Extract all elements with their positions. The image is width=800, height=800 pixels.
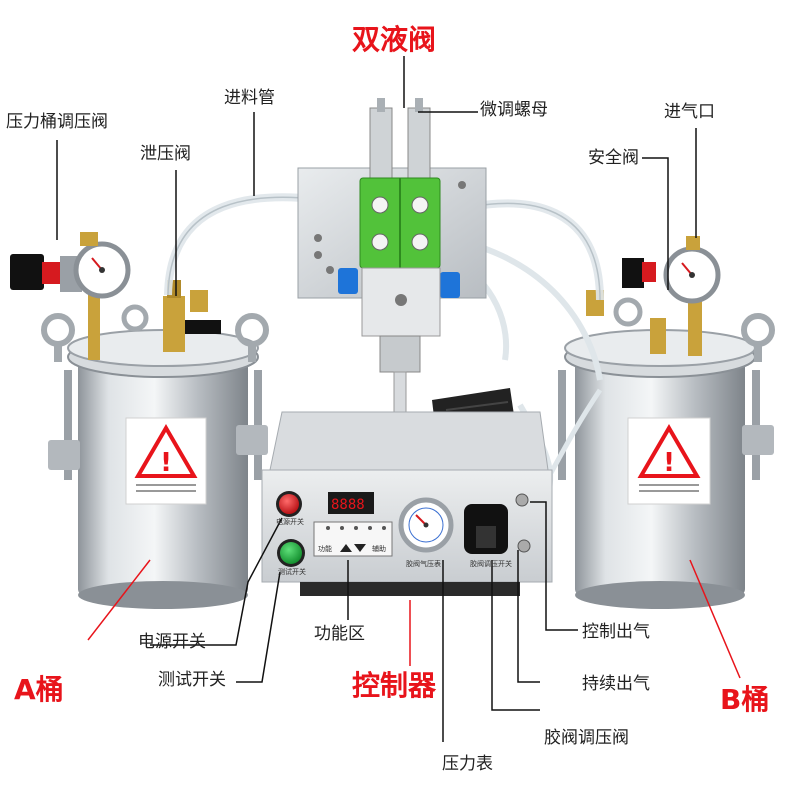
callout-air-inlet: 进气口: [664, 102, 715, 122]
callout-feed-tube: 进料管: [224, 88, 275, 108]
panel-knob-label: 胶阀调压开关: [470, 559, 512, 568]
panel-func-label: 功能: [318, 544, 332, 553]
tank-b-label: B桶: [720, 683, 770, 716]
callout-continuous-air: 持续出气: [582, 674, 650, 694]
callout-test-switch: 测试开关: [158, 670, 226, 690]
callout-leader-lines: [56, 56, 741, 742]
svg-text:!: !: [160, 448, 172, 478]
panel-test-label: 测试开关: [278, 567, 306, 576]
callout-power-switch: 电源开关: [138, 632, 206, 652]
panel-display: 8888: [331, 497, 365, 513]
callout-safety-valve: 安全阀: [588, 148, 639, 168]
callout-micro-nut: 微调螺母: [480, 100, 548, 120]
callout-control-air: 控制出气: [582, 622, 650, 642]
tank-a-label: A桶: [14, 673, 64, 706]
callout-relief-valve: 泄压阀: [140, 144, 191, 164]
controller-box: [261, 411, 553, 596]
callout-pressure-gauge: 压力表: [442, 754, 493, 774]
tank-a: !: [10, 232, 269, 609]
dual-liquid-valve: [297, 98, 487, 426]
panel-power-label: 电源开关: [276, 517, 304, 526]
callout-function-zone: 功能区: [314, 624, 365, 644]
svg-text:!: !: [663, 448, 675, 478]
controller-label: 控制器: [352, 669, 437, 702]
callout-glue-regulator: 胶阀调压阀: [544, 728, 629, 748]
panel-aux-label: 辅助: [372, 544, 386, 553]
callout-pressure-regulator: 压力桶调压阀: [6, 112, 108, 132]
valve-title: 双液阀: [352, 23, 437, 56]
panel-gauge-label: 胶阀气压表: [406, 559, 441, 568]
tank-b: !: [558, 236, 775, 609]
